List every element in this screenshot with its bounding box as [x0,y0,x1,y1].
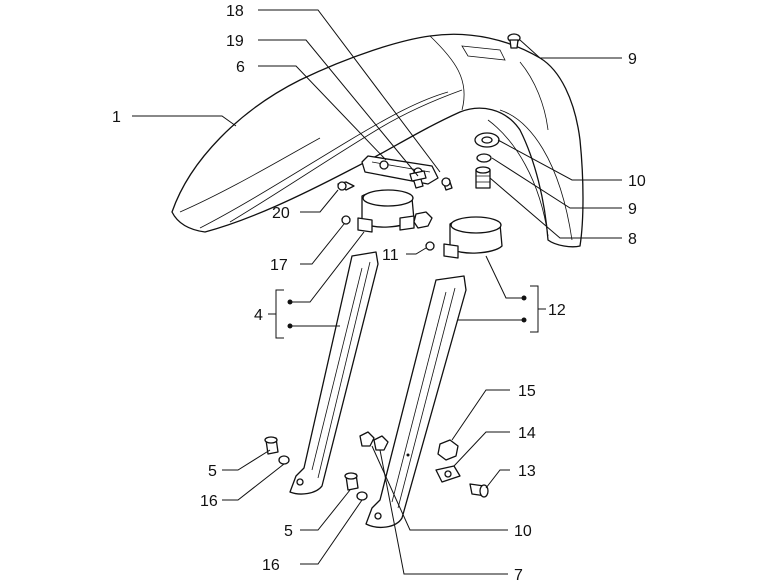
nut-left[interactable] [413,211,433,229]
nut-7[interactable] [373,435,389,451]
callout-17: 17 [270,257,288,274]
screw-9-top[interactable] [507,33,521,49]
clamp-plate[interactable] [361,155,439,185]
callout-1: 1 [112,109,121,126]
screw-17[interactable] [341,215,351,225]
screw-11[interactable] [425,241,435,251]
leader-lines [132,9,622,575]
callout-6: 6 [236,59,245,76]
bolt-8[interactable] [475,166,491,189]
clip-14[interactable] [435,465,461,483]
grommet-10[interactable] [474,132,500,148]
screw-18[interactable] [441,177,453,191]
washer-16-right[interactable] [356,491,368,501]
washer-9[interactable] [476,153,492,163]
fork-cover-left[interactable] [289,251,379,495]
callout-9-top: 9 [628,51,637,68]
callout-5-right: 5 [284,523,293,540]
callout-12: 12 [548,302,566,319]
callout-18: 18 [226,3,244,20]
screw-5-right[interactable] [344,472,359,491]
callout-16-right: 16 [262,557,280,574]
screw-19[interactable] [409,170,427,189]
callout-20: 20 [272,205,290,222]
screw-5-left[interactable] [264,436,279,455]
callout-9-mid: 9 [628,201,637,218]
callout-4: 4 [254,307,263,324]
nut-15[interactable] [437,439,459,461]
callout-10-bottom: 10 [514,523,532,540]
group-bracket-12 [521,285,546,333]
callout-16-left: 16 [200,493,218,510]
callout-15: 15 [518,383,536,400]
callout-8: 8 [628,231,637,248]
group-bracket-4 [268,289,293,339]
screw-13[interactable] [469,483,489,498]
callout-14: 14 [518,425,536,442]
callout-7: 7 [514,567,523,584]
callout-19: 19 [226,33,244,50]
callout-11: 11 [382,247,399,264]
fork-clamp-left[interactable] [357,189,415,233]
washer-16-left[interactable] [278,455,290,465]
nut-10-lower[interactable] [359,431,375,447]
fork-clamp-right[interactable] [443,216,503,259]
callout-5-left: 5 [208,463,217,480]
callout-10-top: 10 [628,173,646,190]
front-mudguard[interactable] [171,33,584,248]
screw-20[interactable] [337,181,355,191]
callout-13: 13 [518,463,536,480]
callout-labels: 1 18 19 6 9 10 9 8 20 17 11 4 12 15 14 1… [112,3,646,584]
fork-cover-right[interactable] [365,275,467,529]
